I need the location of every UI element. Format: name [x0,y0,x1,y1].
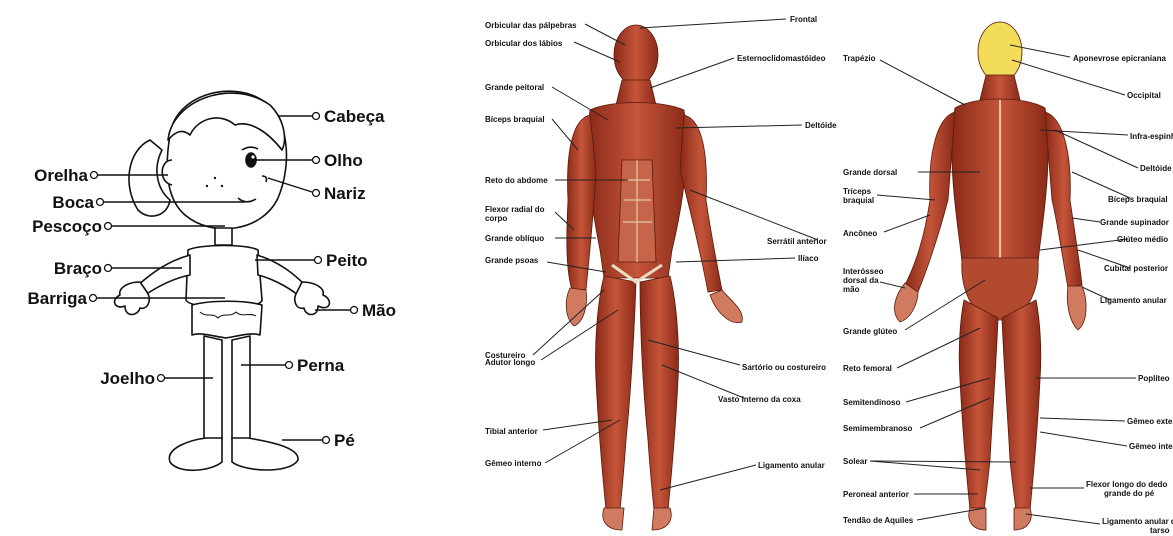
child-right-leg [232,336,250,440]
label-deltoide-front: Deltóide [805,121,837,130]
label-reto-abdome: Reto do abdome [485,176,548,185]
child-drawing [115,91,330,470]
label-flexor-radial-1: Flexor radial do [485,205,545,214]
label-joelho: Joelho [100,369,155,388]
label-interosseo-3: mão [843,285,860,294]
label-ligamento-anular-front: Ligamento anular [758,461,825,470]
label-peito: Peito [326,251,368,270]
label-perna: Perna [297,356,345,375]
label-occipital: Occipital [1127,91,1161,100]
label-deltoide-back: Deltóide [1140,164,1172,173]
back-right-hand [1067,286,1086,330]
label-ligamento-tarso-2: tarso [1150,526,1170,535]
label-cubital-posterior: Cubital posterior [1104,264,1168,273]
label-interosseo-2: dorsal da [843,276,879,285]
back-left-leg [959,300,998,510]
label-serratil: Serrátil anterior [767,237,827,246]
label-semitendinoso: Semitendinoso [843,398,900,407]
label-solear: Solear [843,457,867,466]
label-gemeo-interno-back: Gêmeo interno [1129,442,1173,451]
label-grande-gluteo: Grande glúteo [843,327,897,336]
label-semimembranoso: Semimembranoso [843,424,912,433]
label-ligamento-tarso-1: Ligamento anular do [1102,517,1173,526]
back-left-foot [969,508,986,530]
label-gemeo-externo: Gêmeo externo [1127,417,1173,426]
back-left-arm [905,112,955,292]
label-mao: Mão [362,301,396,320]
label-peroneal-anterior: Peroneal anterior [843,490,909,499]
child-left-leg [204,336,222,440]
label-flexor-radial-2: corpo [485,214,507,223]
label-frontal: Frontal [790,15,817,24]
back-right-foot [1014,508,1031,530]
label-cabeca: Cabeça [324,107,385,126]
label-nariz: Nariz [324,184,366,203]
front-head [614,25,658,85]
front-left-foot [603,508,624,530]
label-biceps-braquial: Bíceps braquial [485,115,545,124]
muscle-back-figure [895,22,1087,530]
front-left-hand [566,288,586,326]
label-tibial-anterior: Tibial anterior [485,427,538,436]
label-orelha: Orelha [34,166,88,185]
label-gluteo-medio: Glúteo médio [1117,235,1168,244]
label-esternocleido: Esternoclidomastóideo [737,54,826,63]
label-popliteo: Poplíteo [1138,374,1170,383]
child-left-foot [169,438,222,470]
label-sartorio: Sartório ou costureiro [742,363,826,372]
label-trapezio: Trapézio [843,54,876,63]
label-triceps-1: Tríceps [843,187,872,196]
label-pescoco: Pescoço [32,217,102,236]
back-right-leg [1002,300,1041,510]
label-reto-femoral: Reto femoral [843,364,892,373]
label-grande-obliquo: Grande oblíquo [485,234,544,243]
front-right-foot [652,508,671,530]
label-orbicular-labios: Orbicular dos lábios [485,39,563,48]
label-grande-psoas: Grande psoas [485,256,539,265]
front-neck [616,80,656,105]
label-gemeo-interno-front: Gêmeo interno [485,459,542,468]
label-boca: Boca [52,193,94,212]
child-neck [215,228,232,245]
label-barriga: Barriga [27,289,87,308]
label-ligamento-anular-back: Ligamento anular [1100,296,1167,305]
label-interosseo-1: Interósseo [843,267,884,276]
label-ancoeno: Ancôneo [843,229,877,238]
label-braco: Braço [54,259,102,278]
label-infra-espinhal: Infra-espinhal [1130,132,1173,141]
label-adutor-longo: Adutor longo [485,358,535,367]
label-flexor-longo-2: grande do pé [1104,489,1155,498]
label-grande-supinador: Grande supinador [1100,218,1169,227]
label-iliaco: Ilíaco [798,254,819,263]
back-right-arm [1045,112,1082,288]
label-olho: Olho [324,151,363,170]
label-biceps-braquial-back: Bíceps braquial [1108,195,1168,204]
label-pe: Pé [334,431,355,450]
muscle-front-figure [566,25,742,530]
front-right-arm [680,115,722,292]
child-right-foot [232,438,298,470]
back-neck [980,75,1020,100]
label-grande-dorsal: Grande dorsal [843,168,897,177]
label-triceps-2: braquial [843,196,874,205]
back-head [978,22,1022,82]
label-tendao-aquiles: Tendão de Aquiles [843,516,914,525]
label-aponevrose: Aponevrose epicraniana [1073,54,1166,63]
label-grande-peitoral: Grande peitoral [485,83,544,92]
child-diaper [192,301,262,338]
label-orbicular-palpebras: Orbicular das pálpebras [485,21,577,30]
front-right-hand [710,290,742,323]
front-right-leg [640,276,679,510]
label-vasto-interno: Vasto interno da coxa [718,395,801,404]
child-ear [162,160,172,185]
label-flexor-longo-1: Flexor longo do dedo [1086,480,1167,489]
